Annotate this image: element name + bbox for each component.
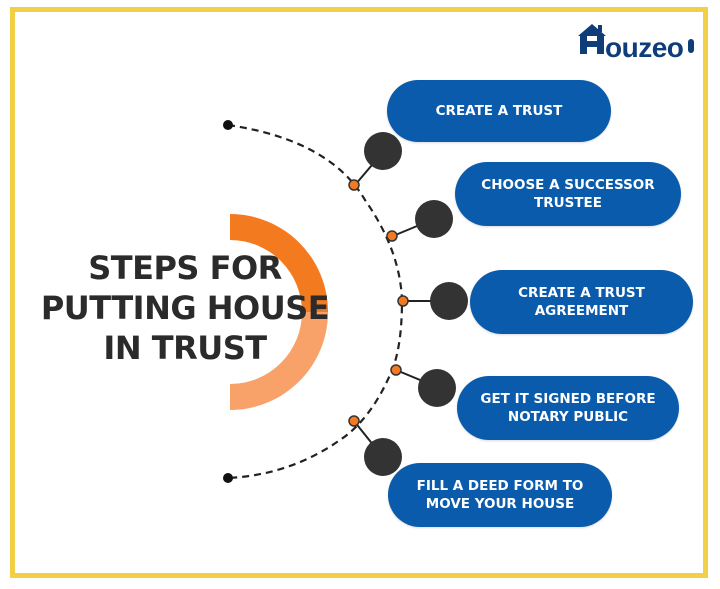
step-3-node xyxy=(430,282,468,320)
arc-upper-segment xyxy=(230,214,328,312)
step-1-marker xyxy=(348,179,360,191)
step-5-node xyxy=(364,438,402,476)
logo-end-mark xyxy=(688,39,694,53)
step-5-pill: FILL A DEED FORM TO MOVE YOUR HOUSE xyxy=(388,463,612,527)
step-4-pill: GET IT SIGNED BEFORE NOTARY PUBLIC xyxy=(457,376,679,440)
title-line-1: STEPS FOR xyxy=(88,249,282,287)
arc-lower-segment xyxy=(230,312,328,410)
logo-text: ouzeo xyxy=(605,32,684,63)
step-3-label-line-2: AGREEMENT xyxy=(534,303,629,319)
step-2-node xyxy=(415,200,453,238)
timeline-start-dot xyxy=(223,120,233,130)
title-line-3: IN TRUST xyxy=(103,329,267,367)
step-5-marker xyxy=(348,415,360,427)
step-1-pill: CREATE A TRUST xyxy=(387,80,611,142)
title-line-2: PUTTING HOUSE xyxy=(40,289,330,327)
dashed-timeline xyxy=(227,123,404,480)
step-1-label: CREATE A TRUST xyxy=(435,103,563,119)
timeline-end-dot xyxy=(223,473,233,483)
step-4-marker xyxy=(390,364,402,376)
step-4-node xyxy=(418,369,456,407)
step-2-marker xyxy=(386,230,398,242)
step-3-marker xyxy=(397,295,409,307)
step-2-label-line-1: CHOOSE A SUCCESSOR xyxy=(481,177,655,193)
step-2-pill: CHOOSE A SUCCESSOR TRUSTEE xyxy=(455,162,681,226)
step-2-label-line-2: TRUSTEE xyxy=(534,195,602,211)
step-4-label-line-1: GET IT SIGNED BEFORE xyxy=(480,391,656,407)
step-1-node xyxy=(364,132,402,170)
houzeo-logo: ouzeo xyxy=(605,26,684,63)
house-logo-icon xyxy=(578,24,606,54)
step-4-label-line-2: NOTARY PUBLIC xyxy=(507,409,629,425)
step-5-label-line-1: FILL A DEED FORM TO xyxy=(416,478,584,494)
step-3-label-line-1: CREATE A TRUST xyxy=(518,285,645,301)
infographic-title: STEPS FOR PUTTING HOUSE IN TRUST xyxy=(40,248,330,368)
step-5-label-line-2: MOVE YOUR HOUSE xyxy=(425,496,575,512)
step-3-pill: CREATE A TRUST AGREEMENT xyxy=(470,270,693,334)
